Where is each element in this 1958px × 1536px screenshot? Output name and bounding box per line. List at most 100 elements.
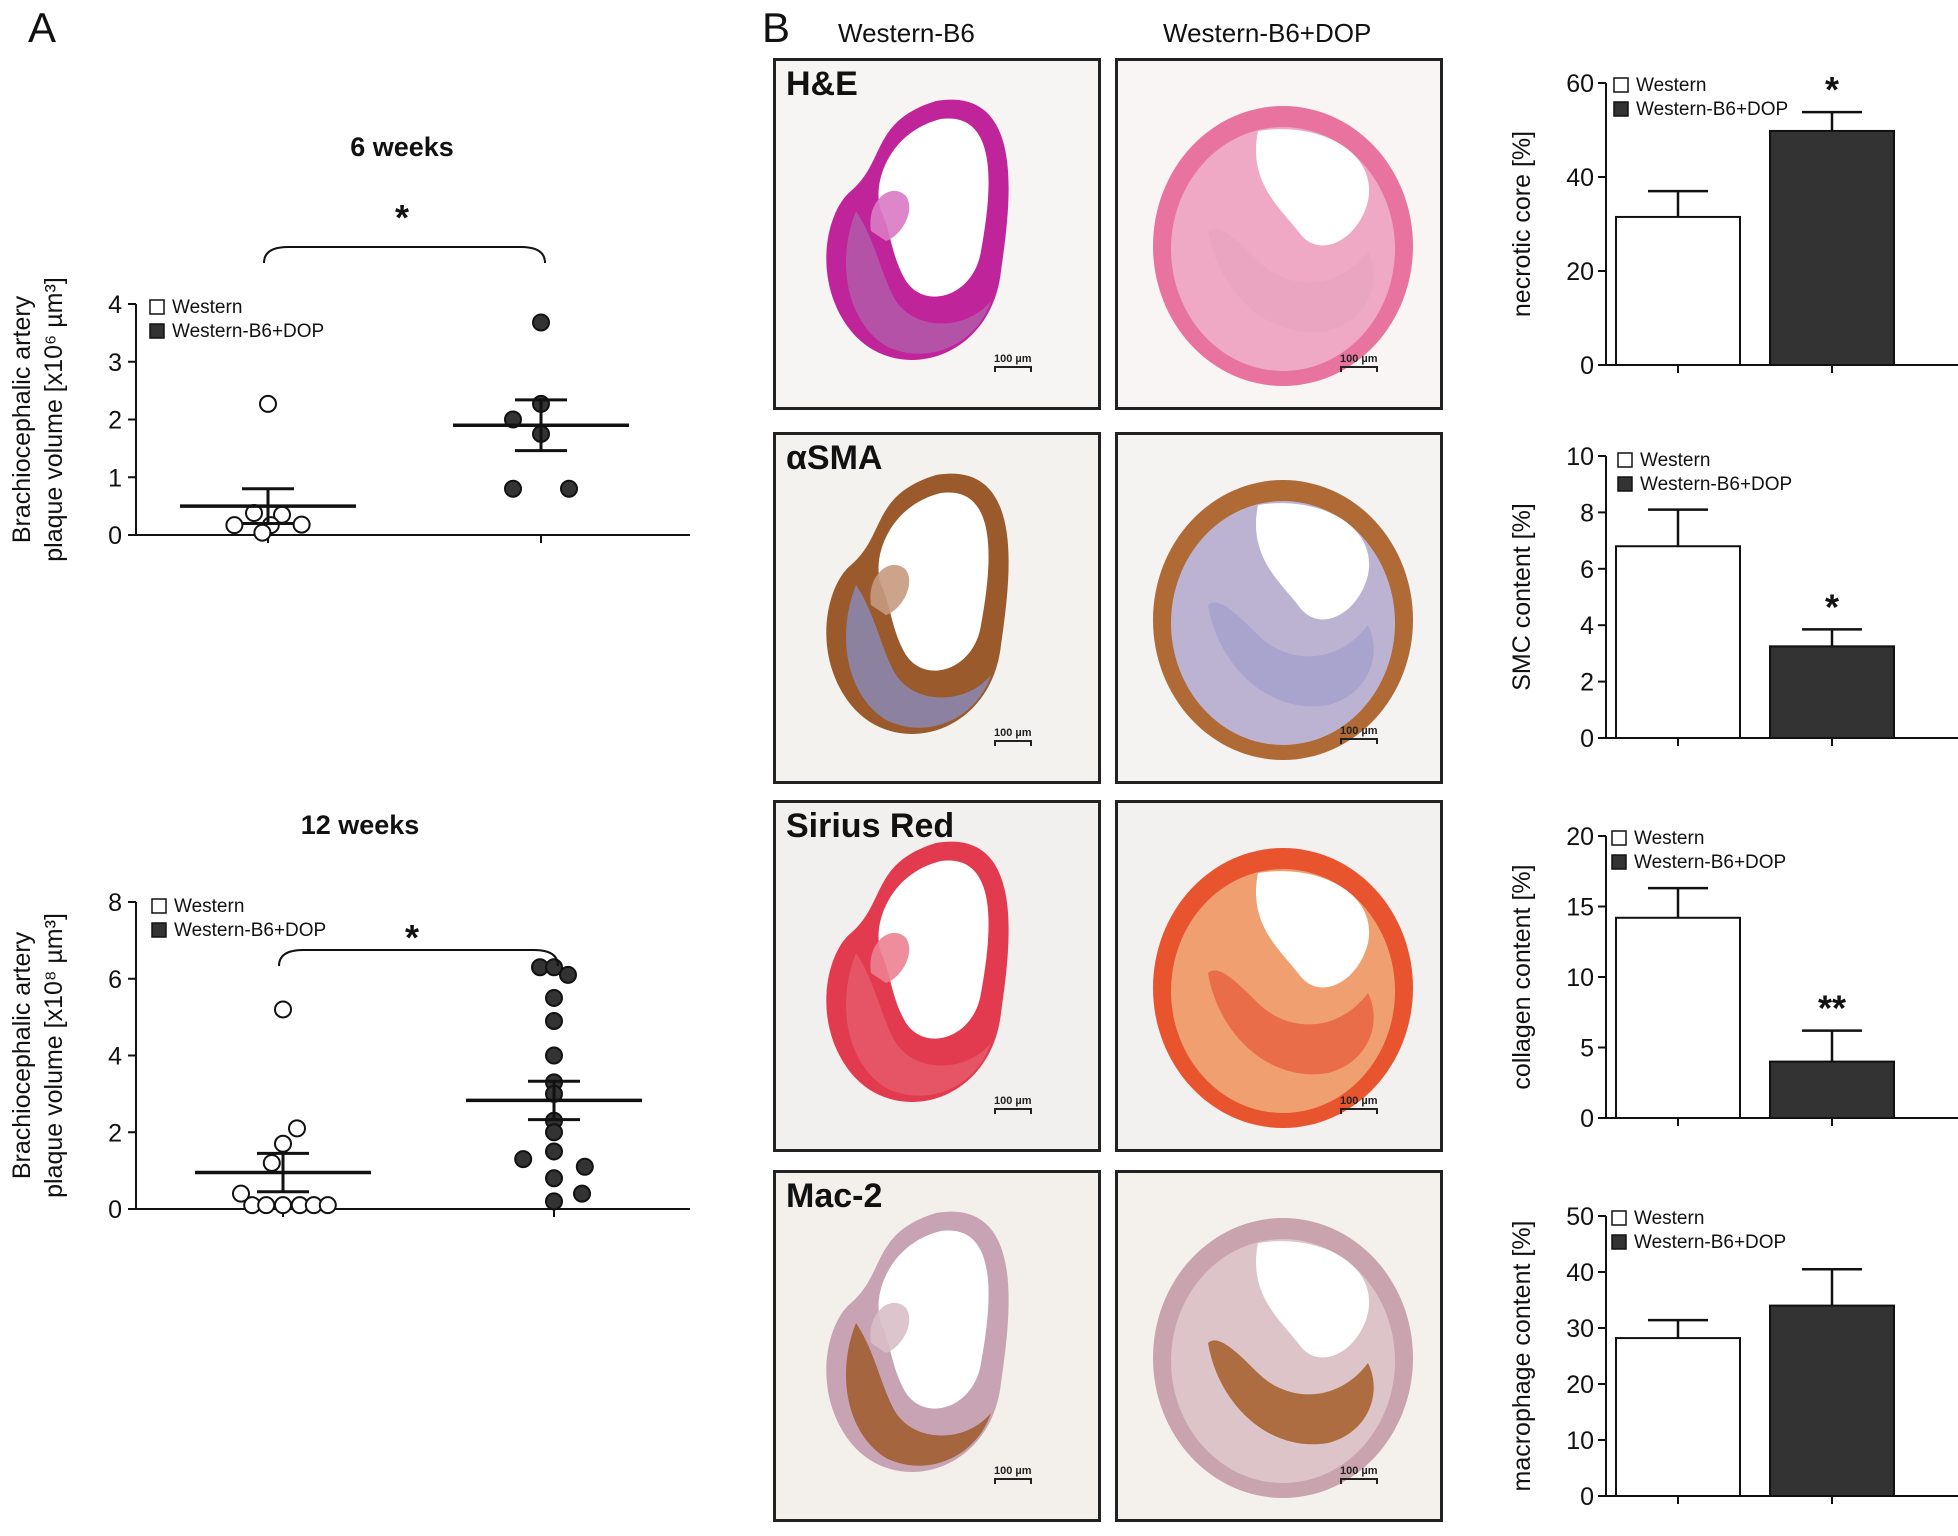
data-point (545, 1169, 563, 1188)
y-tick-label: 8 (1580, 499, 1594, 527)
plaque-region (846, 1323, 991, 1466)
legend-swatch (149, 323, 165, 339)
data-point (259, 394, 277, 413)
scale-bar-line (994, 740, 1032, 746)
scale-bar-line (994, 1108, 1032, 1114)
scale-bar: 100 µm (994, 1465, 1032, 1484)
data-point (225, 516, 244, 535)
significance-star: ** (1818, 988, 1846, 1029)
legend-swatch (1611, 854, 1627, 870)
data-point (514, 1150, 533, 1169)
y-tick-label: 20 (1566, 1371, 1594, 1399)
data-point (575, 1157, 594, 1176)
legend-swatch (1611, 1234, 1627, 1250)
y-tick-label: 40 (1566, 1259, 1594, 1287)
legend-label: Western-B6+DOP (1634, 1232, 1786, 1253)
legend-label: Western (1636, 75, 1706, 96)
scale-bar: 100 µm (1340, 725, 1378, 744)
scale-bar-label: 100 µm (994, 1465, 1032, 1477)
data-point (274, 1134, 292, 1153)
scale-bar-label: 100 µm (1340, 1465, 1378, 1477)
y-axis-label: macrophage content [%] (1508, 1221, 1536, 1492)
y-tick-label: 10 (1566, 964, 1594, 992)
y-axis-label: Brachiocephalic artery (8, 931, 36, 1179)
y-tick-label: 0 (1580, 725, 1594, 753)
micrograph--sma-western-b6-dop: 100 µm (1115, 432, 1443, 784)
legend-swatch (1611, 830, 1627, 846)
column-header-western-b6-dop: Western-B6+DOP (1163, 18, 1372, 48)
y-tick-label: 3 (108, 349, 122, 377)
plaque-region (1208, 228, 1374, 333)
chart-title: 6 weeks (350, 132, 454, 162)
legend-swatch (149, 299, 165, 315)
scale-bar: 100 µm (1340, 353, 1378, 372)
y-axis-label: necrotic core [%] (1508, 131, 1536, 317)
legend-label: Western (1640, 450, 1710, 471)
legend-label: Western-B6+DOP (172, 321, 324, 342)
data-point (545, 958, 563, 977)
bar (1615, 916, 1741, 1119)
y-tick-label: 0 (1580, 1105, 1594, 1133)
bar (1615, 545, 1741, 739)
y-tick-label: 8 (108, 889, 122, 917)
y-tick-label: 0 (108, 522, 122, 550)
scale-bar: 100 µm (994, 1095, 1032, 1114)
vessel-lumen (1256, 503, 1370, 620)
panel-label-b: B (762, 4, 791, 51)
legend-swatch (1613, 77, 1629, 93)
data-point (504, 479, 522, 498)
y-tick-label: 30 (1566, 1315, 1594, 1343)
scale-bar-label: 100 µm (1340, 725, 1378, 737)
y-tick-label: 2 (1580, 669, 1594, 697)
y-tick-label: 2 (108, 1119, 122, 1147)
data-point (559, 965, 577, 984)
y-tick-label: 0 (1580, 352, 1594, 380)
legend-label: Western-B6+DOP (1634, 852, 1786, 873)
legend-label: Western-B6+DOP (174, 920, 326, 941)
scale-bar-line (1340, 1108, 1378, 1114)
y-tick-label: 6 (108, 966, 122, 994)
y-tick-label: 0 (1580, 1483, 1594, 1511)
data-point (253, 523, 272, 542)
data-point (318, 1196, 337, 1215)
bar (1769, 645, 1895, 740)
stain-label: Sirius Red (786, 807, 955, 845)
column-header-western-b6: Western-B6 (838, 18, 975, 48)
data-point (288, 1119, 306, 1138)
y-tick-label: 15 (1566, 894, 1594, 922)
y-tick-label: 60 (1566, 70, 1594, 98)
significance-bracket (263, 246, 546, 264)
inner-fold (870, 1302, 910, 1353)
y-tick-label: 5 (1580, 1035, 1594, 1063)
significance-star: * (395, 197, 409, 238)
data-point (545, 1123, 563, 1142)
scale-bar-line (1340, 366, 1378, 372)
y-tick-label: 4 (108, 291, 122, 319)
micrograph-h-e-western-b6-dop: 100 µm (1115, 58, 1443, 410)
significance-star: * (1825, 586, 1839, 627)
data-point (274, 1196, 292, 1215)
plaque-region (1208, 970, 1374, 1075)
legend-label: Western-B6+DOP (1640, 474, 1792, 495)
y-tick-label: 40 (1566, 164, 1594, 192)
y-axis-label: plaque volume [x10⁸ µm³] (40, 913, 68, 1198)
significance-star: * (405, 917, 419, 958)
y-axis-label: SMC content [%] (1508, 503, 1536, 691)
data-point (545, 988, 563, 1007)
y-tick-label: 4 (1580, 612, 1594, 640)
y-tick-label: 20 (1566, 823, 1594, 851)
significance-star: * (1825, 69, 1839, 110)
vessel-lumen (1256, 871, 1370, 988)
inner-fold (870, 932, 910, 983)
legend-label: Western (172, 297, 242, 318)
vessel-lumen (878, 118, 989, 297)
legend-swatch (1617, 476, 1633, 492)
data-point (545, 1046, 563, 1065)
legend-label: Western-B6+DOP (1636, 99, 1788, 120)
stain-label: H&E (786, 65, 858, 103)
